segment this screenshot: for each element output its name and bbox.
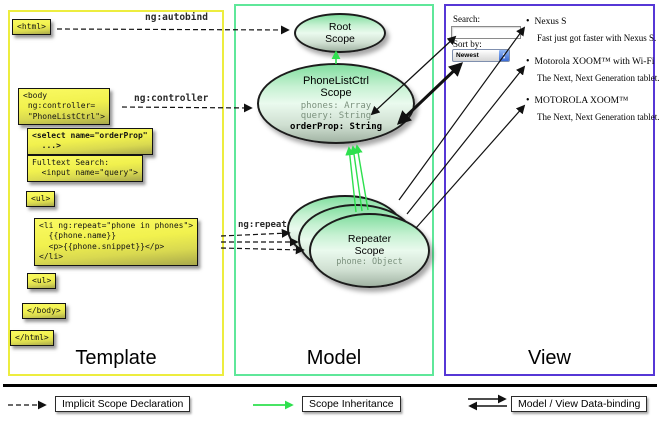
- code-li-repeat: <li ng:repeat="phone in phones"> {{phone…: [34, 218, 199, 266]
- sort-dropdown-value: Newest: [456, 52, 479, 59]
- repeater-scope-title: Repeater Scope: [347, 233, 392, 258]
- dropdown-stepper-icon: ▲▼: [499, 50, 509, 61]
- legend-data-binding: Model / View Data-binding: [511, 396, 648, 412]
- sort-dropdown[interactable]: Newest ▲▼: [452, 49, 510, 62]
- phone-item-snippet: Fast just got faster with Nexus S.: [537, 33, 657, 43]
- bullet-icon: •: [526, 56, 530, 67]
- phonelistctrl-scope-props: phones: Array query: String: [300, 101, 372, 122]
- phonelistctrl-scope-title: PhoneListCtrl Scope: [302, 74, 370, 100]
- phone-item-snippet: The Next, Next Generation tablet.: [537, 73, 660, 83]
- legend-scope-inheritance: Scope Inheritance: [302, 396, 401, 412]
- view-column-label: View: [528, 347, 571, 369]
- phone-item-snippet: The Next, Next Generation tablet.: [537, 112, 660, 122]
- repeater-scope-ellipse-front: Repeater Scope phone: Object: [309, 213, 430, 288]
- legend-implicit-scope: Implicit Scope Declaration: [55, 396, 191, 412]
- model-column: Model: [234, 4, 434, 376]
- root-scope-ellipse: Root Scope: [294, 13, 386, 53]
- code-ul-second: <ul>: [27, 273, 57, 290]
- template-column-label: Template: [75, 347, 157, 369]
- legend-separator: [3, 384, 657, 387]
- ng-repeat-label: ng:repeat: [238, 220, 287, 230]
- search-input[interactable]: [451, 26, 521, 39]
- ng-controller-label: ng:controller: [134, 93, 209, 104]
- search-label: Search:: [453, 14, 480, 24]
- phonelistctrl-scope-orderprop: orderProp: String: [289, 121, 383, 132]
- phone-item-title: •Motorola XOOM™ with Wi-Fi: [526, 56, 655, 67]
- bullet-icon: •: [526, 95, 530, 106]
- phone-item-title: •MOTOROLA XOOM™: [526, 95, 629, 106]
- code-select: <select name="orderProp" ...>: [27, 128, 153, 155]
- model-column-label: Model: [306, 347, 362, 369]
- phone-item-title: •Nexus S: [526, 16, 567, 27]
- repeater-scope-prop: phone: Object: [336, 257, 403, 268]
- code-ul-first: <ul>: [26, 191, 56, 208]
- code-html-close: </html>: [10, 330, 54, 347]
- phonelistctrl-scope-ellipse: PhoneListCtrl Scope phones: Array query:…: [257, 63, 415, 144]
- sort-by-label: Sort by:: [453, 39, 482, 49]
- code-body-open: <body ng:controller= "PhoneListCtrl">: [18, 88, 110, 126]
- code-body-close: </body>: [22, 303, 66, 320]
- code-html-open: <html>: [12, 19, 51, 36]
- ng-autobind-label: ng:autobind: [145, 12, 208, 23]
- code-fulltext-search: Fulltext Search: <input name="query">: [27, 155, 143, 182]
- bullet-icon: •: [526, 16, 530, 27]
- root-scope-title: Root Scope: [325, 20, 355, 45]
